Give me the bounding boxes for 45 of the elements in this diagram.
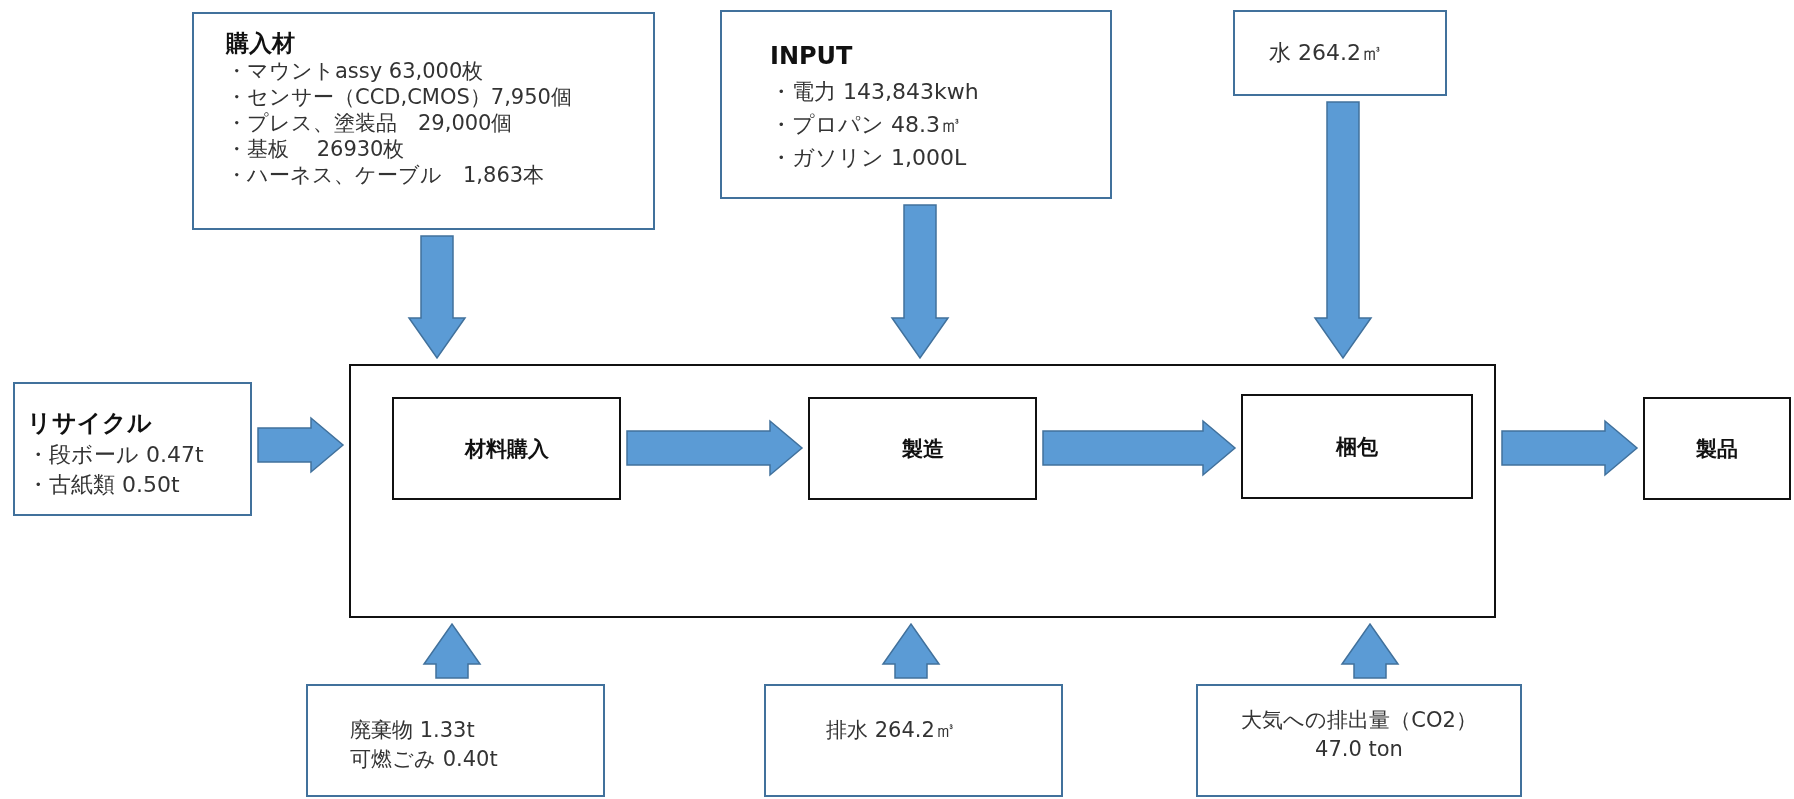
box-text: 水 264.2㎥ (1269, 39, 1383, 67)
process-label: 材料購入 (464, 435, 549, 463)
list-item: ・プロパン 48.3㎥ (770, 111, 962, 139)
block-arrow (1042, 419, 1237, 477)
list-item: ・段ボール 0.47t (27, 441, 204, 469)
block-arrow (1340, 622, 1400, 679)
process-box (392, 397, 621, 500)
process-label: 梱包 (1336, 433, 1378, 461)
recycle-box (13, 382, 252, 516)
product-box (1643, 397, 1791, 500)
water-box (1233, 10, 1447, 96)
box-text: 可燃ごみ 0.40t (350, 746, 498, 773)
box-text: 大気への排出量（CO2） (1241, 707, 1477, 734)
block-arrow (407, 235, 467, 360)
list-item: ・ハーネス、ケーブル 1,863本 (226, 162, 545, 188)
box-heading: 購入材 (226, 29, 295, 58)
process-box (808, 397, 1037, 500)
block-arrow (1313, 101, 1373, 360)
block-arrow (1501, 419, 1639, 477)
box-text: 廃棄物 1.33t (350, 717, 475, 744)
list-item: ・ガソリン 1,000L (770, 144, 967, 172)
box-text: 47.0 ton (1315, 736, 1403, 763)
list-item: ・電力 143,843kwh (770, 78, 979, 106)
material-box (192, 12, 655, 230)
process-box (1241, 394, 1473, 499)
block-arrow (257, 416, 345, 474)
list-item: ・マウントassy 63,000枚 (226, 58, 484, 84)
block-arrow (881, 622, 941, 679)
list-item: ・センサー（CCD,CMOS）7,950個 (226, 84, 572, 110)
input-box (720, 10, 1112, 199)
block-arrow (890, 204, 950, 360)
box-heading: INPUT (770, 41, 853, 72)
emission-box (1196, 684, 1522, 797)
block-arrow (422, 622, 482, 679)
process-label: 製造 (901, 435, 944, 463)
wastewater-box (764, 684, 1063, 797)
list-item: ・基板 26930枚 (226, 136, 405, 162)
product-label: 製品 (1696, 435, 1738, 463)
box-heading: リサイクル (27, 408, 152, 439)
list-item: ・古紙類 0.50t (27, 471, 180, 499)
block-arrow (626, 419, 804, 477)
process-frame (349, 364, 1496, 618)
list-item: ・プレス、塗装品 29,000個 (226, 110, 513, 136)
waste-box (306, 684, 605, 797)
box-text: 排水 264.2㎥ (826, 717, 956, 744)
